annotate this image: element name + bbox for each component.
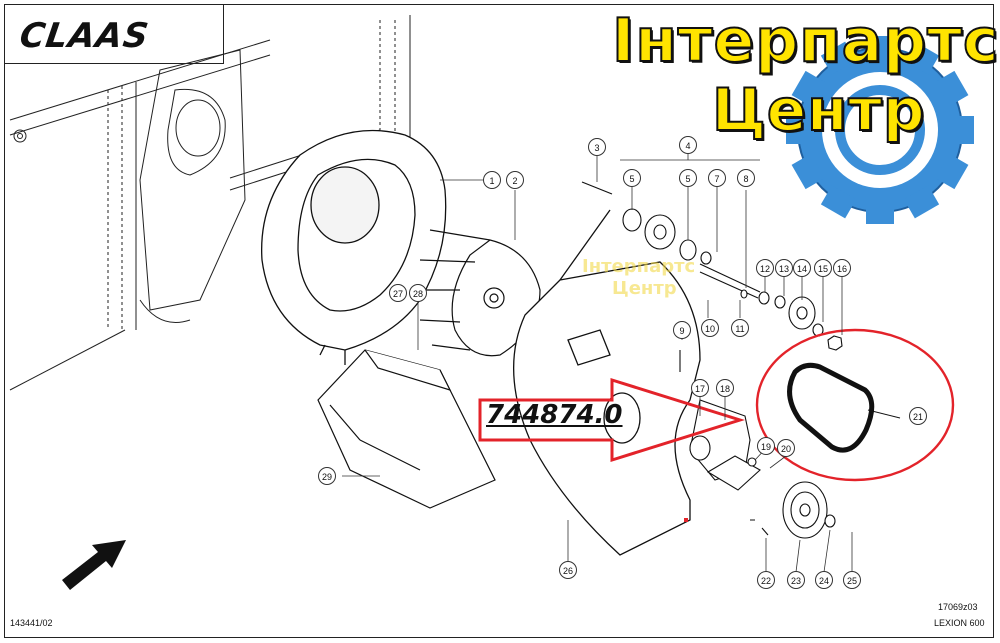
callout-1: 1 <box>483 171 501 189</box>
callout-16: 16 <box>833 259 851 277</box>
part-number: 744874.0 <box>486 400 623 430</box>
callout-7: 7 <box>708 169 726 187</box>
figure-code: 17069z03 <box>938 602 978 612</box>
belt-highlight-circle <box>755 328 955 482</box>
callout-12: 12 <box>756 259 774 277</box>
gear-tooth <box>866 202 894 224</box>
callout-14: 14 <box>793 259 811 277</box>
callout-28: 28 <box>409 284 427 302</box>
callout-8: 8 <box>737 169 755 187</box>
drawing-number: 143441/02 <box>10 618 53 628</box>
gear-tooth <box>820 41 857 75</box>
callout-20: 20 <box>777 439 795 457</box>
gear-tooth <box>866 36 894 58</box>
v-belt-21 <box>787 362 875 453</box>
callout-21: 21 <box>909 407 927 425</box>
lower-pulley <box>750 481 836 539</box>
callout-24: 24 <box>815 571 833 589</box>
gear-tooth <box>791 153 825 190</box>
callout-19: 19 <box>757 437 775 455</box>
callout-27: 27 <box>389 284 407 302</box>
callout-4: 4 <box>679 136 697 154</box>
callout-22: 22 <box>757 571 775 589</box>
gear-tooth <box>952 116 974 144</box>
model-name: LEXION 600 <box>934 618 985 628</box>
callout-2: 2 <box>506 171 524 189</box>
shaft-assembly <box>581 181 761 372</box>
callout-10: 10 <box>701 319 719 337</box>
watermark-line1: Інтерпартс <box>611 5 1000 77</box>
callout-13: 13 <box>775 259 793 277</box>
callout-25: 25 <box>843 571 861 589</box>
brand-box <box>4 4 224 64</box>
callout-18: 18 <box>716 379 734 397</box>
gear-tooth <box>791 70 825 107</box>
watermark-small-line2: Центр <box>612 278 677 299</box>
callout-15: 15 <box>814 259 832 277</box>
deflector-chute <box>317 349 496 509</box>
callout-5: 5 <box>679 169 697 187</box>
red-mark <box>684 518 688 522</box>
watermark-line2: Центр <box>711 75 926 145</box>
pointer-arrow <box>478 377 746 463</box>
callout-5: 5 <box>623 169 641 187</box>
leader-lines <box>342 148 853 573</box>
gear-tooth <box>903 41 940 75</box>
upper-pulley <box>758 291 843 351</box>
callout-17: 17 <box>691 379 709 397</box>
callout-29: 29 <box>318 467 336 485</box>
watermark-small-line1: Інтерпартс <box>582 256 696 277</box>
callout-23: 23 <box>787 571 805 589</box>
callout-11: 11 <box>731 319 749 337</box>
drawing-frame <box>4 4 994 638</box>
callout-3: 3 <box>588 138 606 156</box>
gear-icon <box>786 36 974 224</box>
gear-tooth <box>786 116 808 144</box>
gear-tooth <box>935 153 969 190</box>
side-cover <box>513 209 701 556</box>
gear-tooth <box>935 70 969 107</box>
callout-26: 26 <box>559 561 577 579</box>
direction-arrow-icon <box>62 540 126 590</box>
gear-tooth <box>903 185 940 219</box>
fan-rotor <box>415 229 541 357</box>
gear-tooth <box>820 185 857 219</box>
callout-9: 9 <box>673 321 691 339</box>
